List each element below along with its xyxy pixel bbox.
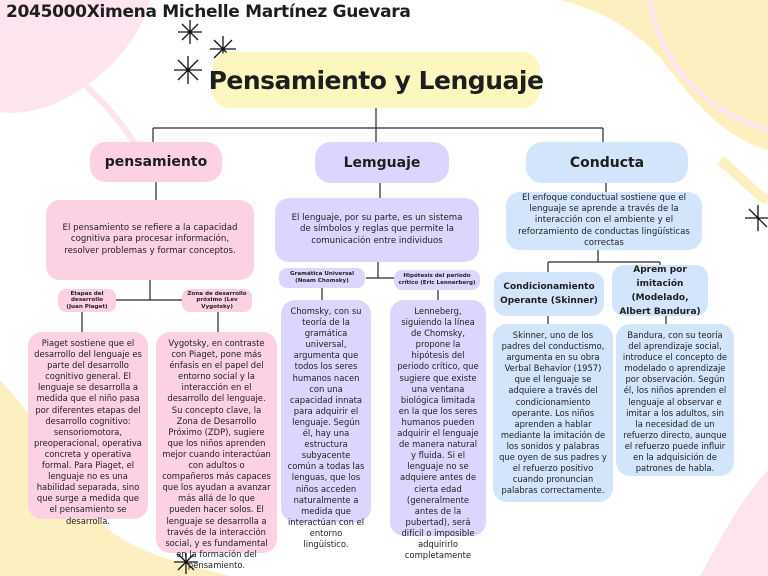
author-name: 2045000Ximena Michelle Martínez Guevara <box>6 2 411 22</box>
page-title: Pensamiento y Lenguaje <box>209 52 544 108</box>
yellow-blob-decoration <box>560 0 768 150</box>
piaget-label: Etapas del desarrollo (Juan Piaget) <box>58 289 116 312</box>
branch-pensamiento: pensamiento <box>90 142 222 182</box>
skinner-text: Skinner, uno de los padres del conductis… <box>493 324 613 502</box>
skinner-label: Condicionamiento Operante (Skinner) <box>494 272 604 316</box>
chomsky-label: Gramática Universal (Noam Chomsky) <box>279 268 365 288</box>
sparkle-icon <box>178 20 202 44</box>
bandura-text: Bandura, con su teoría del aprendizaje s… <box>616 324 734 476</box>
branch-conducta: Conducta <box>526 142 688 183</box>
lennerberg-label: Hipótesis del periodo crítico (Eric Lenn… <box>394 270 480 290</box>
branch-lenguaje: Lemguaje <box>315 142 449 183</box>
yellow-arc-decoration <box>716 156 768 205</box>
conducta-description: El enfoque conductual sostiene que el le… <box>506 192 702 250</box>
sparkle-icon <box>745 205 768 231</box>
sparkle-icon <box>210 36 236 62</box>
bandura-label: Aprem por imitación (Modelado, Albert Ba… <box>612 265 708 317</box>
chomsky-text: Chomsky, con su teoría de la gramática u… <box>281 300 371 549</box>
lenguaje-description: El lenguaje, por su parte, es un sistema… <box>275 198 479 262</box>
vygotsky-label: Zona de desarrollo próximo (Lev Vygotsky… <box>182 289 252 312</box>
pink-arc-decoration <box>647 0 768 133</box>
pink-blob-decoration <box>0 0 150 113</box>
sparkle-icon <box>174 56 202 84</box>
pensamiento-description: El pensamiento se refiere a la capacidad… <box>46 200 254 280</box>
pink-bottom-blob-decoration <box>700 470 768 576</box>
piaget-text: Piaget sostiene que el desarrollo del le… <box>28 332 148 526</box>
yellow-bottom-blob-decoration <box>0 380 230 576</box>
lennerberg-text: Lenneberg, siguiendo la línea de Chomsky… <box>390 300 486 560</box>
vygotsky-text: Vygotsky, en contraste con Piaget, pone … <box>156 332 277 570</box>
sparkle-icon <box>174 550 198 574</box>
